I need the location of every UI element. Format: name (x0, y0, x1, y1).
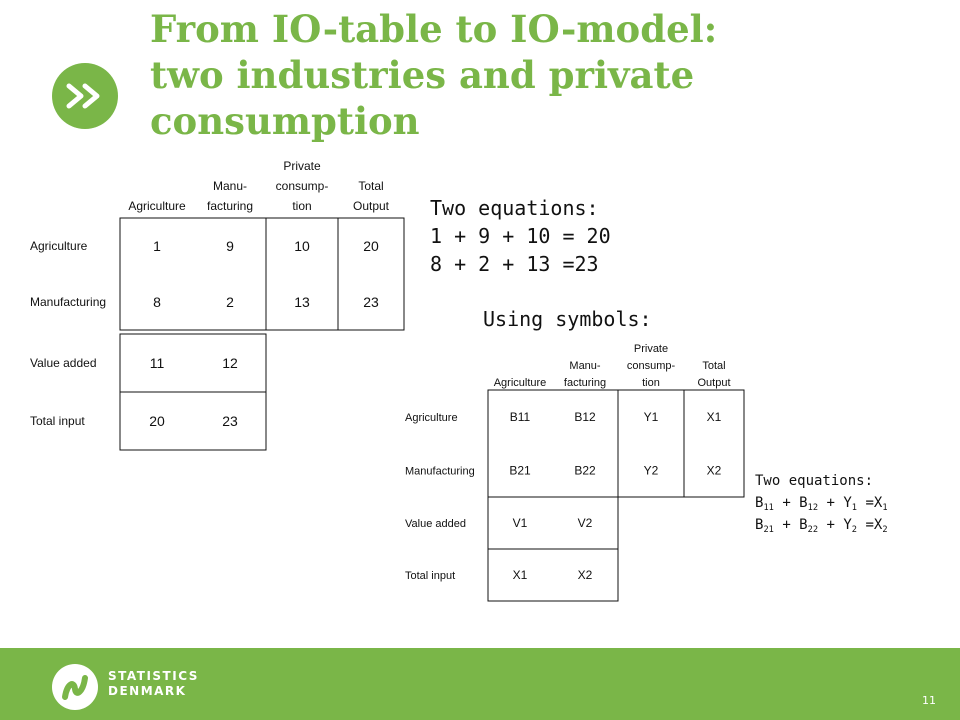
table-cell: 23 (222, 413, 238, 429)
column-header-text: tion (642, 377, 660, 389)
column-header-text: Output (353, 199, 390, 213)
final-demand-block (265, 217, 339, 331)
column-header-text: facturing (207, 199, 253, 213)
column-header-text: Private (283, 159, 321, 173)
column-header-text: Total (702, 360, 725, 372)
io-table-numeric: Agriculture Manu-facturing Private consump-… (30, 159, 405, 451)
symbolic-equation-1: B11 + B12 + Y1 =X1 (755, 495, 888, 514)
table-cell: X2 (707, 464, 722, 478)
column-header-text: consump- (276, 179, 329, 193)
total-output-block (683, 389, 745, 498)
logo-mark-icon (62, 675, 88, 700)
table-cell: 9 (226, 238, 234, 254)
symbolic-equations: Two equations: B11 + B12 + Y1 =X1 B21 + … (755, 470, 888, 536)
table-cell: V2 (578, 516, 593, 530)
row-label: Agriculture (30, 239, 88, 253)
table-cell: 12 (222, 355, 238, 371)
numeric-equations: Two equations: 1 + 9 + 10 = 20 8 + 2 + 1… (430, 194, 611, 278)
equations-heading: Two equations: (755, 473, 874, 489)
table-cell: B12 (574, 410, 596, 424)
row-label: Value added (30, 356, 97, 370)
row-label: Manufacturing (405, 466, 475, 478)
column-header-text: facturing (564, 377, 606, 389)
equation-line-2: 8 + 2 + 13 =23 (430, 252, 599, 276)
table-cell: X1 (707, 410, 722, 424)
row-label: Total input (30, 414, 85, 428)
intermediate-block (487, 389, 619, 498)
column-header-text: Total (358, 179, 383, 193)
total-input-block (487, 548, 619, 602)
table-cell: B11 (510, 410, 531, 424)
column-header-text: Private (634, 343, 668, 355)
table-cell: 13 (294, 294, 310, 310)
table-cell: 2 (226, 294, 234, 310)
column-header-text: Agriculture (494, 377, 547, 389)
column-header-text: Manu- (569, 360, 601, 372)
column-header-text: consump- (627, 360, 676, 372)
row-label: Value added (405, 518, 466, 530)
row-label: Total input (405, 570, 455, 582)
section-badge (52, 63, 118, 129)
equations-heading: Two equations: (430, 196, 599, 220)
table-cell: 10 (294, 238, 310, 254)
symbolic-equation-2: B21 + B22 + Y2 =X2 (755, 517, 888, 536)
table-cell: 20 (363, 238, 379, 254)
slide-title: From IO-table to IO-model: two industrie… (150, 6, 940, 144)
table-cell: B21 (509, 464, 531, 478)
equation-line-1: 1 + 9 + 10 = 20 (430, 224, 611, 248)
statistics-denmark-logo-icon (52, 664, 98, 710)
row-label: Agriculture (405, 412, 458, 424)
value-added-block (487, 496, 619, 550)
io-table-symbolic: Agriculture Manu-facturing Private consump-… (405, 343, 745, 602)
logo-wordmark: STATISTICS DENMARK (108, 669, 199, 699)
symbols-heading: Using symbols: (483, 307, 652, 331)
table-cell: 23 (363, 294, 379, 310)
table-cell: 11 (150, 355, 165, 371)
table-cell: 1 (153, 238, 161, 254)
column-header-text: Output (697, 377, 730, 389)
table-cell: X2 (578, 568, 593, 582)
table-cell: X1 (513, 568, 528, 582)
table-cell: 20 (149, 413, 165, 429)
final-demand-block (617, 389, 685, 498)
column-header-text: Agriculture (128, 199, 186, 213)
footer-bar: STATISTICS DENMARK 11 (0, 648, 960, 720)
slide-title-line: From IO-table to IO-model: (150, 7, 718, 51)
logo-line: STATISTICS (108, 669, 199, 683)
table-cell: Y2 (644, 464, 659, 478)
intermediate-block (119, 217, 267, 331)
slide-title-line: consumption (150, 99, 420, 143)
double-chevron-right-icon (66, 83, 100, 109)
total-input-block (119, 391, 267, 451)
table-cell: Y1 (644, 410, 659, 424)
table-cell: 8 (153, 294, 161, 310)
row-label: Manufacturing (30, 295, 106, 309)
table-cell: V1 (513, 516, 528, 530)
total-output-block (337, 217, 405, 331)
value-added-block (119, 333, 267, 393)
column-header-text: tion (292, 199, 311, 213)
page-number: 11 (922, 694, 936, 707)
table-cell: B22 (574, 464, 596, 478)
logo-line: DENMARK (108, 684, 187, 698)
column-header-text: Manu- (213, 179, 247, 193)
slide-title-line: two industries and private (150, 53, 695, 97)
